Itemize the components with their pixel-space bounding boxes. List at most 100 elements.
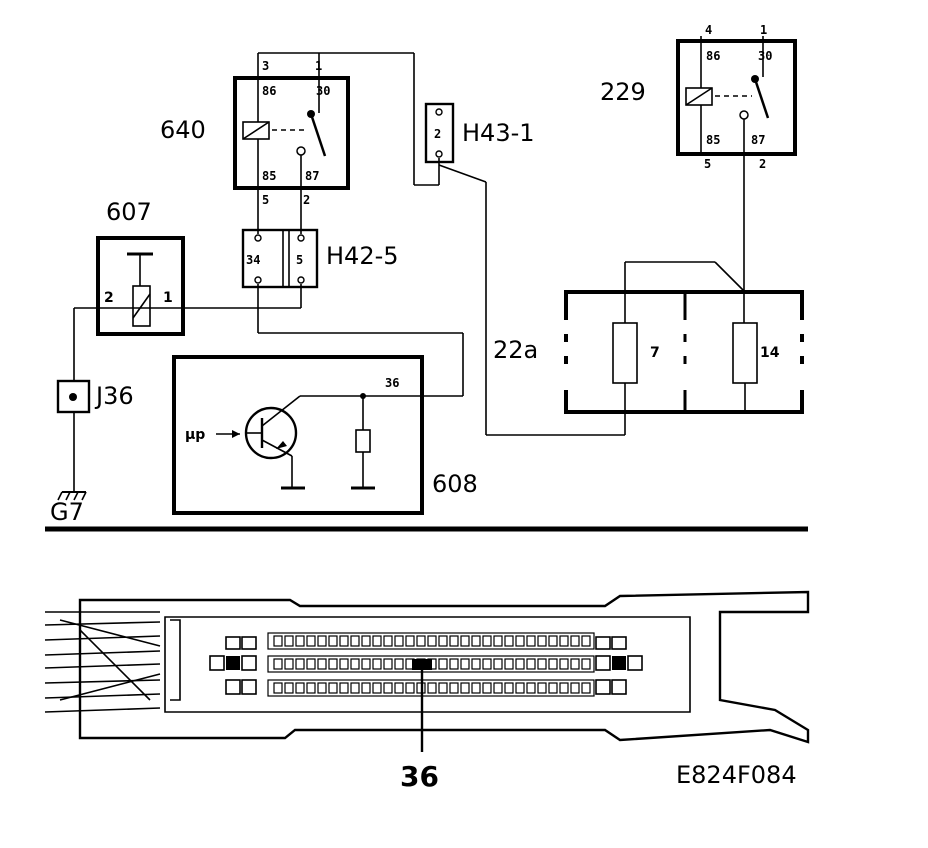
connector-pin — [438, 682, 448, 694]
connector-pin — [449, 658, 459, 670]
connector-pin — [394, 658, 404, 670]
connector-pin — [339, 635, 349, 647]
connector-pin — [350, 635, 360, 647]
connector-pin — [328, 682, 338, 694]
connector-pin — [493, 682, 503, 694]
pin-36-callout: 36 — [400, 760, 439, 793]
connector-pin — [383, 658, 393, 670]
connector-h42-5-label: H42-5 — [326, 242, 399, 270]
ground-g7: G7 — [50, 491, 87, 526]
connector-pin — [361, 635, 371, 647]
relay-229-pin-1: 1 — [760, 23, 767, 37]
junction-j36: J36 — [56, 379, 134, 414]
connector-pin — [361, 658, 371, 670]
relay-229-label: 229 — [600, 78, 646, 106]
connector-pin — [471, 635, 481, 647]
connector-pin — [581, 682, 591, 694]
connector-pin — [295, 682, 305, 694]
connector-pin — [504, 658, 514, 670]
connector-h42-5: 34 5 H42-5 — [241, 228, 399, 289]
relay-229-pin-4: 4 — [705, 23, 712, 37]
fuse-7-label: 7 — [650, 345, 660, 361]
junction-j36-label: J36 — [94, 382, 134, 410]
connector-pin — [427, 682, 437, 694]
connector-pin — [273, 682, 283, 694]
connector-pin — [482, 682, 492, 694]
connector-h43-1-label: H43-1 — [462, 119, 535, 147]
left-lock-blocks — [209, 636, 257, 695]
fuse-14-label: 14 — [760, 345, 780, 361]
relay-229-pin-2: 2 — [759, 157, 766, 171]
connector-pin — [306, 658, 316, 670]
connector-pin — [504, 682, 514, 694]
relay-229-pin-86: 86 — [706, 49, 720, 63]
connector-pin — [284, 658, 294, 670]
relay-640: 640 3 1 86 30 85 87 5 2 — [160, 59, 350, 207]
connector-pin — [438, 635, 448, 647]
connector-pin — [570, 682, 580, 694]
connector-pin — [306, 635, 316, 647]
connector-pin — [394, 682, 404, 694]
connector-pin — [548, 658, 558, 670]
connector-pin — [383, 682, 393, 694]
connector-pin — [559, 635, 569, 647]
pin-row-frame — [267, 655, 595, 673]
connector-pin — [350, 658, 360, 670]
connector-pin — [361, 682, 371, 694]
connector-h42-5-pin-34: 34 — [246, 253, 260, 267]
fuse-7 — [612, 322, 638, 384]
connector-pin — [284, 682, 294, 694]
connector-pin — [471, 658, 481, 670]
relay-640-coil — [242, 121, 270, 140]
connector-pin — [515, 658, 525, 670]
connector-pin — [317, 658, 327, 670]
connector-pin — [328, 635, 338, 647]
switch-607-pin-1: 1 — [163, 290, 173, 306]
connector-pin — [405, 682, 415, 694]
switch-607-label: 607 — [106, 198, 152, 226]
wires — [73, 36, 764, 492]
relay-640-pin-30: 30 — [316, 84, 330, 98]
connector-pin — [548, 682, 558, 694]
ecu-connector-detail: 36 — [44, 590, 810, 793]
connector-pin — [460, 635, 470, 647]
connector-pin — [559, 682, 569, 694]
connector-pin — [339, 682, 349, 694]
ecu-608-pin-36: 36 — [385, 376, 399, 390]
connector-h42-5-pin-5: 5 — [296, 253, 303, 267]
connector-pin — [482, 635, 492, 647]
relay-640-pin-3: 3 — [262, 59, 269, 73]
connector-pin — [405, 635, 415, 647]
fuse-14 — [732, 322, 758, 384]
connector-pin — [548, 635, 558, 647]
connector-pin — [339, 658, 349, 670]
connector-pin — [526, 658, 536, 670]
relay-640-pin-85: 85 — [262, 169, 276, 183]
switch-607-box — [96, 236, 185, 336]
relay-640-pin-86: 86 — [262, 84, 276, 98]
connector-pin — [449, 635, 459, 647]
connector-pin — [295, 635, 305, 647]
connector-pin — [306, 682, 316, 694]
connector-pin — [570, 658, 580, 670]
relay-640-pin-87: 87 — [305, 169, 319, 183]
connector-pin — [537, 682, 547, 694]
connector-pin — [273, 658, 283, 670]
connector-pin — [317, 682, 327, 694]
ecu-608-box — [172, 355, 424, 515]
relay-640-pin-5: 5 — [262, 193, 269, 207]
figure-code: E824F084 — [676, 761, 797, 789]
fusebox-22a: 7 14 22a — [493, 290, 808, 414]
connector-pin — [559, 658, 569, 670]
pin-rows — [267, 632, 595, 697]
pin-36-highlight — [412, 659, 432, 670]
switch-607-pin-2: 2 — [104, 290, 114, 306]
connector-pin — [515, 635, 525, 647]
connector-pin — [273, 635, 283, 647]
relay-640-box — [233, 76, 350, 190]
connector-pin — [504, 635, 514, 647]
wire-harness — [44, 611, 161, 713]
connector-pin — [449, 682, 459, 694]
right-lock-blocks — [595, 636, 643, 695]
